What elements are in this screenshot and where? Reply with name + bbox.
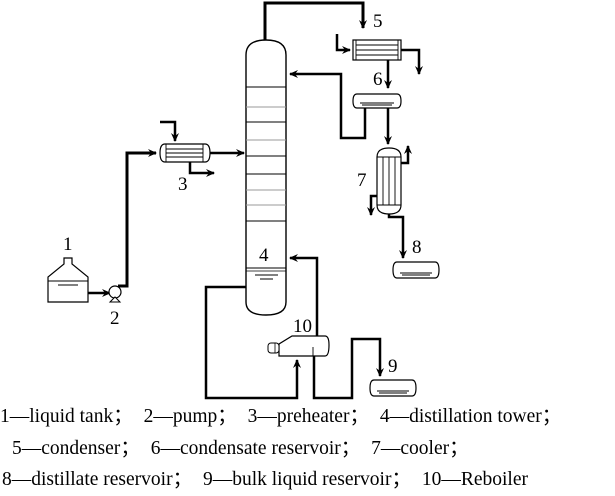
label-tank: 1 [63, 234, 73, 255]
vapor-line [263, 1, 367, 40]
cooler [376, 147, 402, 215]
label-condenser: 5 [373, 11, 383, 32]
label-condensate-reservoir: 6 [373, 69, 383, 90]
legend-item: 2—pump； [143, 406, 237, 427]
cooler-to-distillate [387, 214, 407, 259]
bulk-liquid-reservoir [369, 379, 417, 397]
liquid-tank [47, 257, 89, 303]
reboiler-to-bulk-reservoir [312, 337, 384, 400]
legend-line-1: 1—liquid tank； 2—pump； 3—preheater； 4—di… [0, 406, 615, 428]
reboiler [267, 335, 330, 357]
cooler-coolant-out [401, 145, 412, 165]
legend-item: 9—bulk liquid reservoir； [202, 469, 411, 490]
pump [108, 285, 122, 303]
label-cooler: 7 [357, 170, 367, 191]
condensate-reservoir [352, 93, 402, 109]
legend-item: 3—preheater； [247, 406, 369, 427]
label-bulk-reservoir: 9 [388, 356, 398, 377]
cooler-coolant-in [367, 194, 377, 216]
reflux-line [289, 70, 367, 140]
distillate-reservoir [392, 261, 440, 279]
label-tower: 4 [259, 245, 269, 266]
process-flow-diagram: 4 5 6 7 8 [47, 1, 440, 400]
legend-item: 5—condenser； [12, 438, 140, 459]
condenser [352, 39, 402, 61]
tower-bottom-line [204, 285, 301, 400]
legend-item: 1—liquid tank； [0, 406, 133, 427]
legend-item: 4—distillation tower； [379, 406, 562, 427]
condenser-coolant-out [401, 48, 423, 75]
legend-item: 6—condensate reservoir； [150, 438, 361, 459]
preheater-steam-in [160, 120, 179, 142]
label-preheater: 3 [178, 174, 188, 195]
legend-item: 10—Reboiler [421, 469, 528, 490]
pump-to-preheater [118, 149, 157, 288]
legend-line-2: 5—condenser； 6—condensate reservoir； 7—c… [12, 438, 615, 460]
legend-item: 8—distillate reservoir； [2, 469, 193, 490]
condenser-coolant-in [335, 34, 351, 54]
label-reboiler: 10 [293, 316, 312, 337]
distillation-tower [245, 39, 287, 316]
label-distillate-reservoir: 8 [412, 237, 422, 258]
legend-line-3: 8—distillate reservoir； 9—bulk liquid re… [2, 469, 615, 491]
reboiler-vapor-return [289, 254, 319, 336]
preheater [159, 143, 211, 163]
legend-item: 7—cooler； [371, 438, 469, 459]
preheater-condensate-out [188, 162, 215, 177]
label-pump: 2 [110, 308, 120, 329]
